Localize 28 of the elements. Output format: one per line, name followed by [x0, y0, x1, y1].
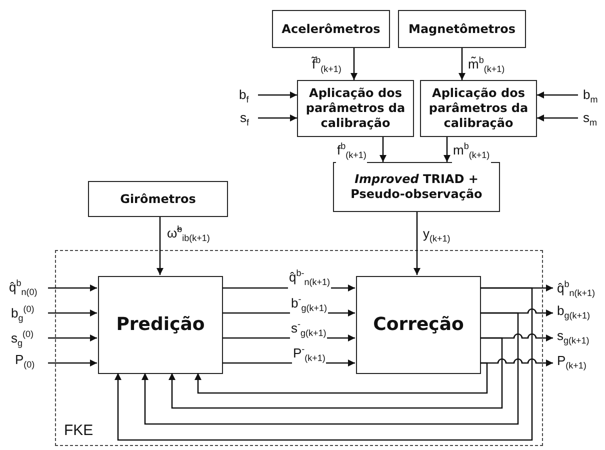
- arrow: [48, 284, 97, 292]
- process-box: Improved TRIAD + Pseudo-observação: [333, 162, 500, 212]
- process-box: Correção: [356, 276, 481, 374]
- sensor-box: Magnetômetros: [398, 10, 526, 48]
- arrow: [537, 114, 578, 122]
- sensor-box: Acelerômetros: [272, 10, 390, 48]
- process-box: Predição: [98, 276, 223, 374]
- process-box: Aplicação dos parâmetros da calibração: [420, 80, 537, 137]
- arrow: [194, 362, 488, 394]
- arrow: [142, 312, 519, 425]
- process-box: Aplicação dos parâmetros da calibração: [297, 80, 414, 137]
- arrow: [156, 217, 164, 275]
- arrow: [48, 334, 97, 342]
- arrow: [444, 137, 450, 162]
- arrow: [414, 212, 420, 275]
- arrow: [48, 310, 97, 316]
- arrow: [350, 48, 358, 80]
- arrow: [380, 137, 386, 162]
- arrow: [48, 360, 97, 366]
- group-label: FKE: [64, 422, 94, 439]
- arrow: [114, 287, 533, 441]
- arrow: [168, 337, 503, 409]
- filter-boundary: [55, 250, 543, 446]
- arrow: [537, 92, 578, 98]
- arrow: [258, 114, 297, 122]
- arrow: [258, 92, 297, 98]
- arrow: [458, 48, 466, 80]
- sensor-box: Girômetros: [88, 181, 228, 217]
